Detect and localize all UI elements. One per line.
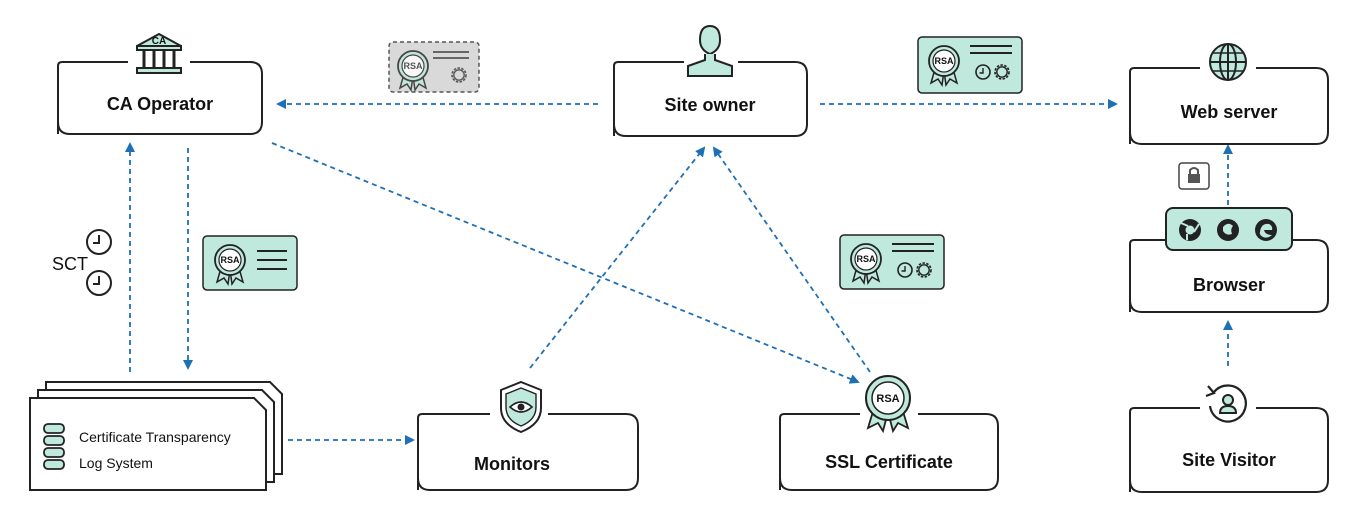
- arrow-ca-to-ssl: [271, 142, 860, 384]
- sct-label: SCT: [52, 254, 88, 274]
- person-icon: [687, 24, 733, 77]
- ssl-certificate-label: SSL Certificate: [825, 452, 953, 472]
- browser-label: Browser: [1193, 275, 1265, 295]
- cert-final-rsa-text: RSA: [856, 254, 876, 264]
- rsa-seal-text: RSA: [876, 393, 899, 405]
- user-refresh-icon: [1205, 384, 1247, 423]
- rsa-seal-icon: RSA: [865, 375, 911, 434]
- globe-icon: [1209, 43, 1247, 81]
- certificate-issued-icon: RSA: [917, 36, 1023, 94]
- node-browser: Browser: [1129, 207, 1329, 313]
- bank-icon-text: CA: [152, 36, 166, 47]
- node-web-server: Web server: [1129, 43, 1329, 145]
- flow-arrows: [125, 99, 1233, 445]
- clock-icon: [86, 229, 112, 255]
- node-ct-log: Certificate Transparency Log System: [29, 381, 283, 491]
- shield-eye-icon: [500, 380, 542, 434]
- arrow-monitors-to-siteowner: [529, 146, 706, 369]
- site-owner-label: Site owner: [664, 95, 755, 115]
- arrow-ssl-to-siteowner: [712, 146, 871, 373]
- lock-icon: [1178, 162, 1210, 190]
- node-ssl-certificate: RSA SSL Certificate: [779, 375, 999, 491]
- precertificate-icon: RSA: [202, 235, 298, 291]
- sct-group: SCT: [52, 229, 112, 296]
- node-site-visitor: Site Visitor: [1129, 384, 1329, 493]
- web-server-label: Web server: [1181, 102, 1278, 122]
- monitors-label: Monitors: [474, 454, 550, 474]
- certificate-final-icon: RSA: [839, 234, 945, 290]
- bank-icon: CA: [136, 32, 182, 74]
- database-icon: [43, 423, 65, 470]
- ca-operator-label: CA Operator: [107, 94, 213, 114]
- certificate-pending-icon: RSA: [388, 41, 480, 93]
- cert-issued-rsa-text: RSA: [934, 56, 954, 66]
- ct-log-label-line1: Certificate Transparency: [79, 429, 231, 445]
- site-visitor-label: Site Visitor: [1182, 450, 1276, 470]
- browser-logos-icon: [1165, 207, 1293, 251]
- ct-log-label-line2: Log System: [79, 455, 153, 471]
- cert-pending-rsa-text: RSA: [403, 61, 423, 71]
- clock-icon: [86, 270, 112, 296]
- node-ca-operator: CA CA Operator: [57, 32, 263, 135]
- node-site-owner: Site owner: [613, 24, 808, 137]
- node-monitors: Monitors: [417, 380, 639, 491]
- precert-rsa-text: RSA: [220, 255, 240, 265]
